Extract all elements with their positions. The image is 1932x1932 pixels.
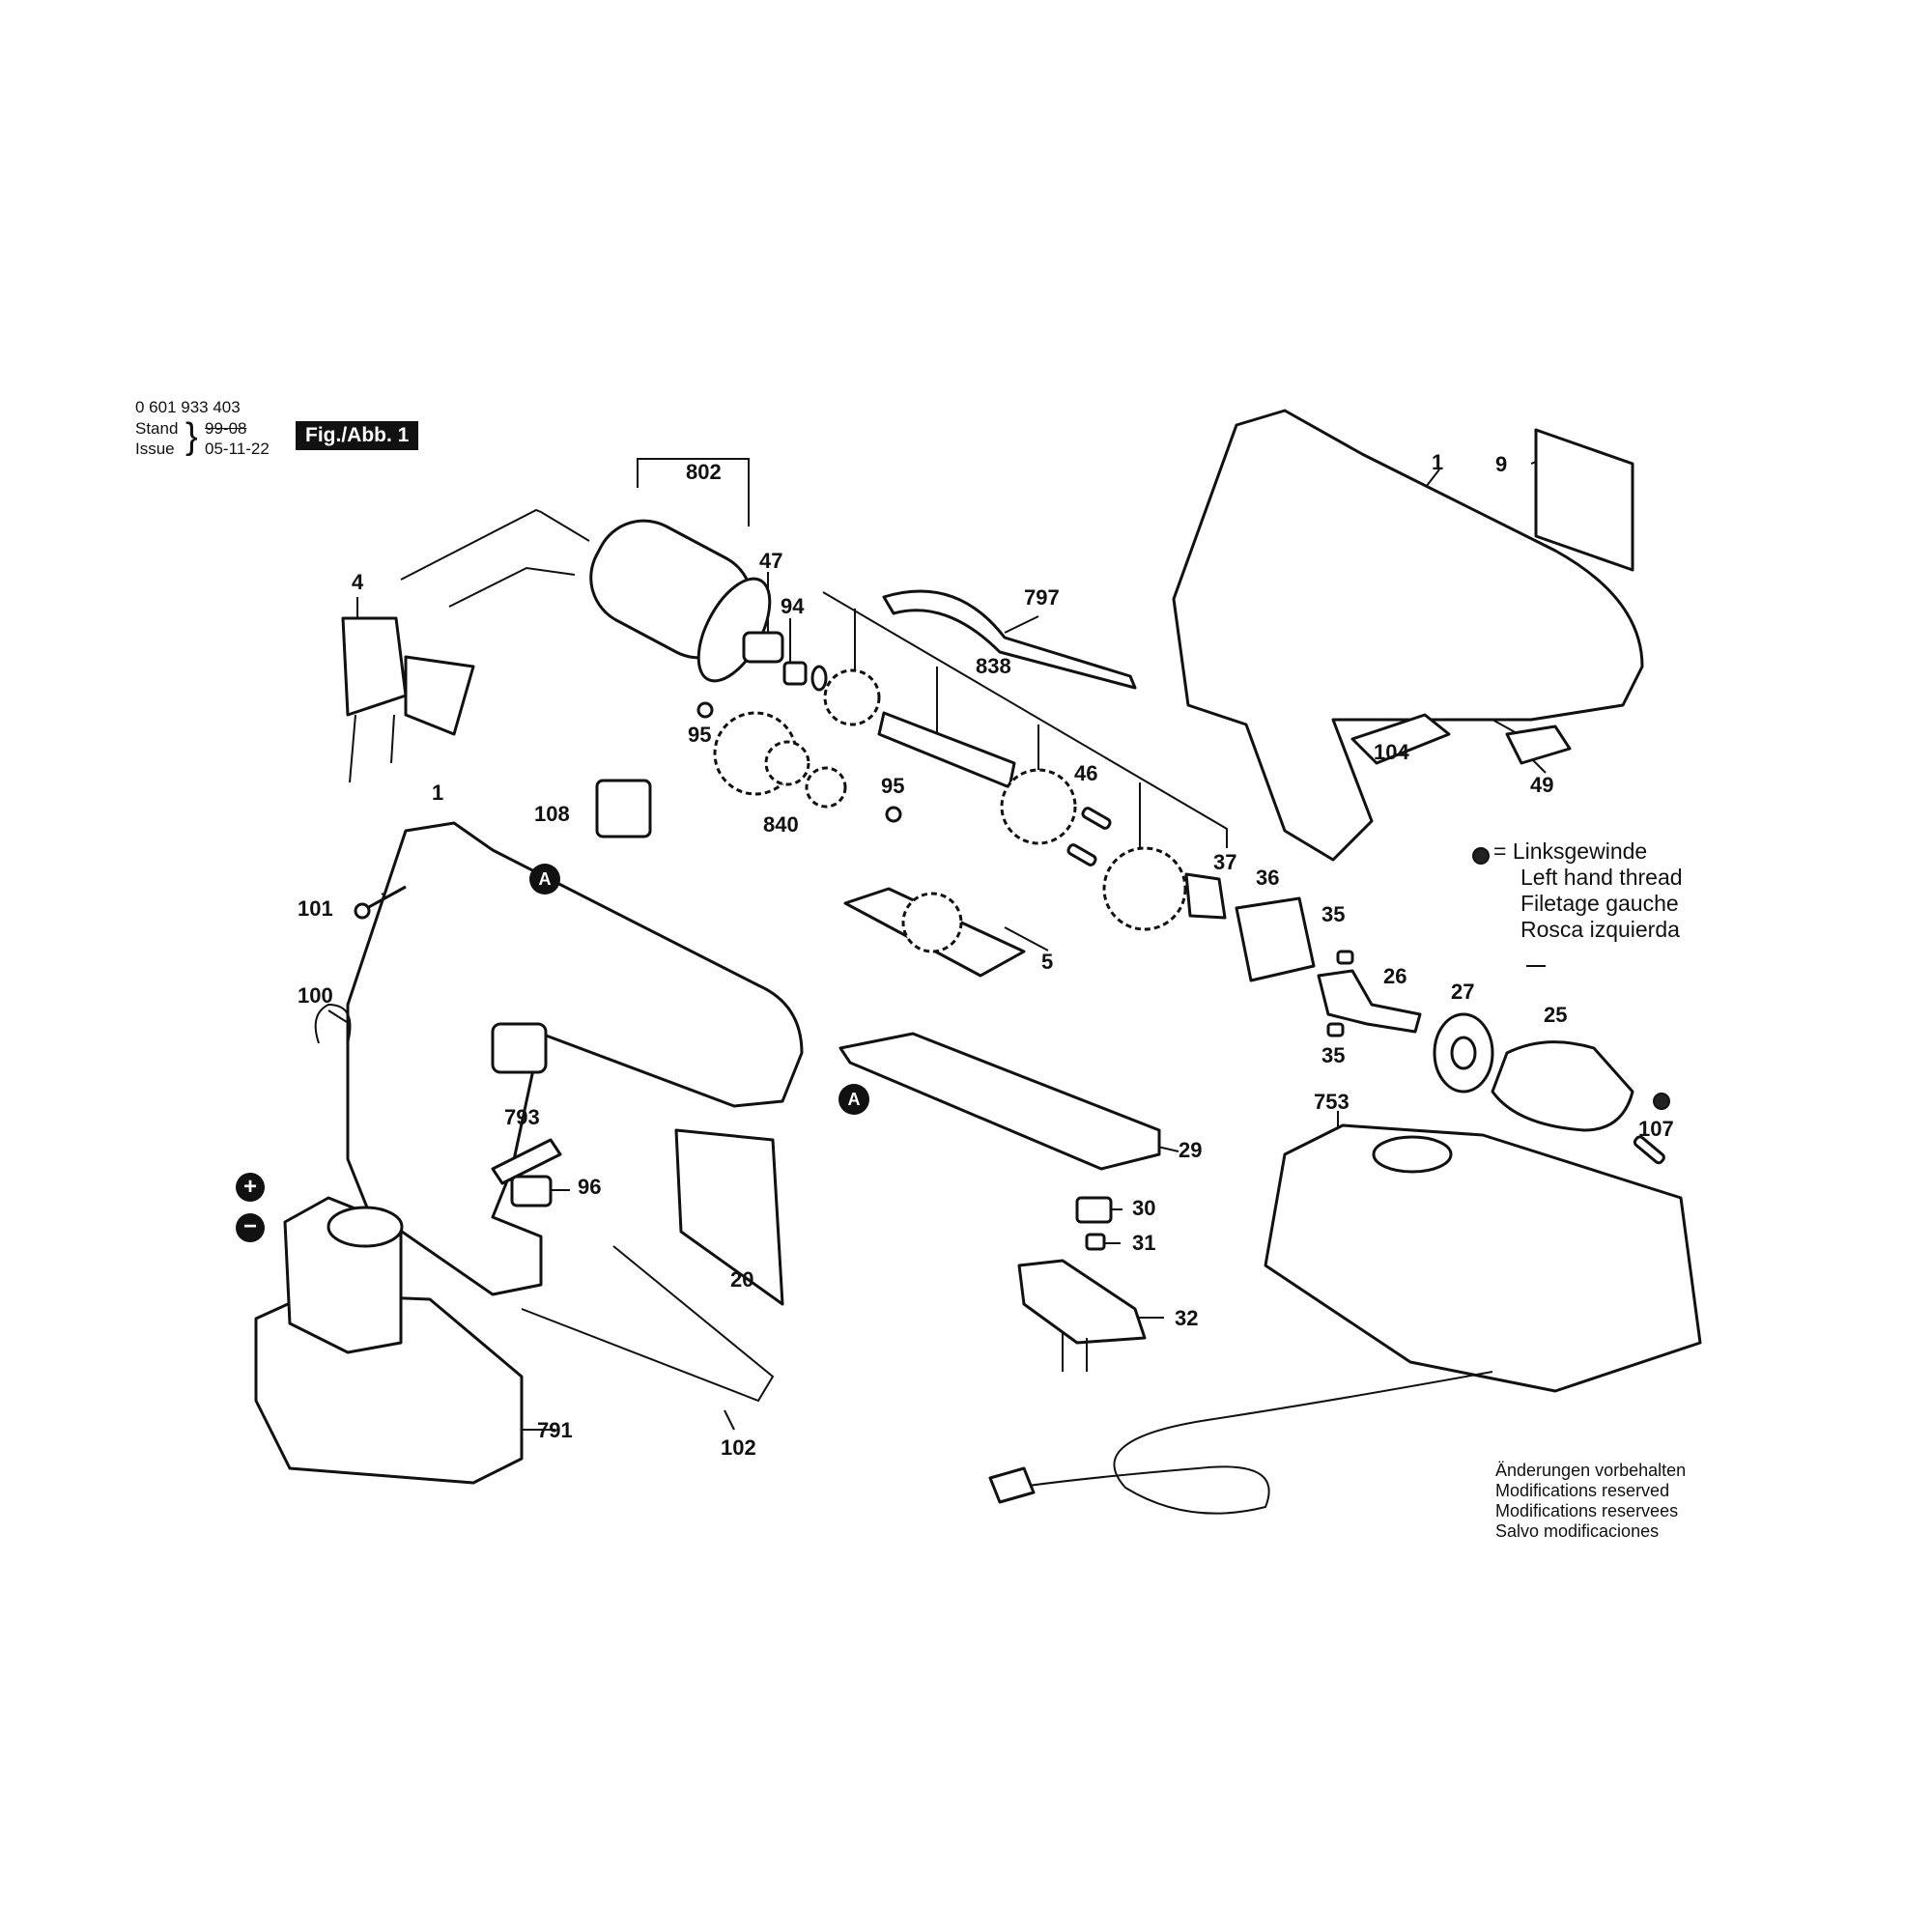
plus-icon: +: [236, 1173, 265, 1202]
callout-753: 753: [1314, 1090, 1350, 1114]
note-line-2: Modifications reserved: [1495, 1481, 1670, 1500]
callout-791: 791: [537, 1418, 573, 1442]
callout-27: 27: [1451, 980, 1475, 1004]
callout-1-left: 1: [432, 781, 444, 805]
callout-32: 32: [1175, 1306, 1199, 1330]
callout-47: 47: [759, 549, 783, 573]
gearbox-parts: [696, 668, 1665, 1165]
callout-26: 26: [1383, 964, 1407, 988]
callout-4: 4: [352, 570, 364, 594]
callout-840: 840: [763, 812, 799, 837]
callout-49: 49: [1530, 773, 1554, 797]
callout-25: 25: [1544, 1003, 1568, 1027]
callout-108: 108: [534, 802, 570, 826]
callout-102: 102: [721, 1435, 756, 1460]
figure-label: Fig./Abb. 1: [296, 421, 419, 450]
minus-icon: −: [236, 1213, 265, 1242]
callout-101: 101: [298, 896, 333, 921]
stand-label: Stand: [135, 419, 179, 438]
callout-104: 104: [1374, 740, 1409, 764]
issue-label: Issue: [135, 440, 175, 458]
callout-95b: 95: [881, 774, 905, 798]
legend-line-2: Left hand thread: [1520, 865, 1683, 890]
callout-94: 94: [781, 594, 805, 618]
motor: [400, 508, 784, 683]
callout-36: 36: [1256, 866, 1280, 890]
callout-95a: 95: [688, 723, 712, 747]
part-number: 0 601 933 403: [135, 398, 241, 416]
switch: [341, 616, 475, 783]
issue-date: 05-11-22: [205, 440, 270, 458]
legend-line-3: Filetage gauche: [1520, 891, 1679, 916]
callout-30: 30: [1132, 1196, 1156, 1220]
note-line-3: Modifications reservees: [1495, 1501, 1679, 1520]
callout-46: 46: [1074, 761, 1098, 785]
callout-31: 31: [1132, 1231, 1156, 1255]
modifications-note: Änderungen vorbehalten Modifications res…: [1495, 1461, 1686, 1542]
callout-20: 20: [730, 1267, 754, 1292]
callout-9: 9: [1495, 452, 1508, 476]
marker-a-housing: A: [529, 864, 560, 895]
callout-797: 797: [1024, 585, 1060, 610]
note-line-1: Änderungen vorbehalten: [1495, 1461, 1687, 1480]
marker-a-cover: A: [838, 1084, 869, 1115]
callout-107: 107: [1638, 1117, 1674, 1141]
callout-35b: 35: [1321, 1043, 1346, 1067]
callout-802: 802: [686, 460, 722, 484]
brace-icon: }: [185, 416, 198, 457]
callout-100: 100: [298, 983, 333, 1008]
callout-5: 5: [1041, 950, 1054, 974]
note-line-4: Salvo modificaciones: [1495, 1521, 1660, 1541]
callout-29: 29: [1179, 1138, 1203, 1162]
callout-838: 838: [976, 654, 1011, 678]
callout-37: 37: [1213, 850, 1237, 874]
legend-line-1: = Linksgewinde: [1493, 838, 1648, 864]
callout-793: 793: [504, 1105, 540, 1129]
callout-35a: 35: [1321, 902, 1346, 926]
callout-96: 96: [578, 1175, 602, 1199]
thread-legend: = Linksgewinde Left hand thread Filetage…: [1466, 838, 1683, 943]
stand-date: 99-08: [205, 419, 247, 438]
legend-line-4: Rosca izquierda: [1520, 917, 1680, 942]
callout-1-right: 1: [1432, 450, 1444, 474]
